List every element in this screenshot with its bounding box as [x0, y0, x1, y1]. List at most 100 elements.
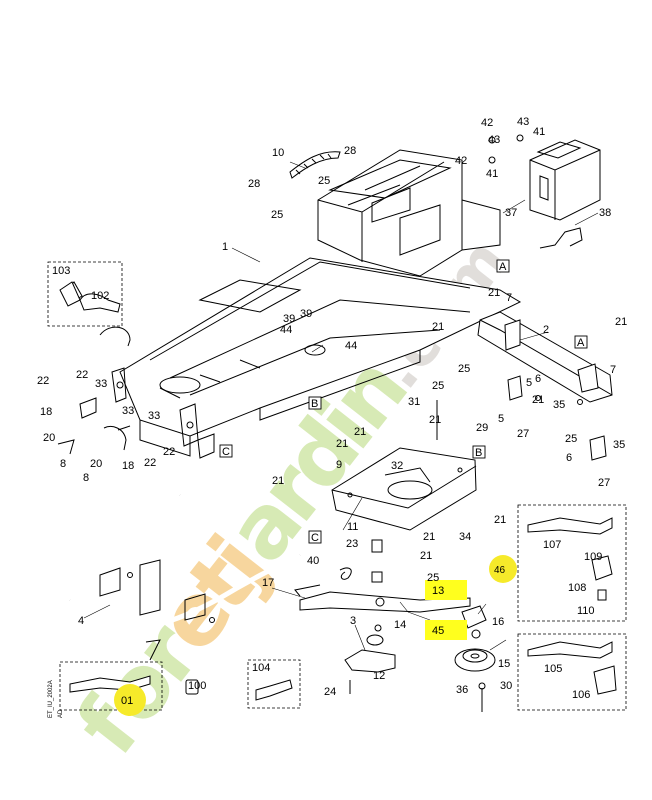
- front-bumper: [65, 489, 302, 628]
- watermark: f o r e t j a r d i n .com: [58, 225, 522, 773]
- callout-6b: 6: [566, 452, 572, 464]
- callout-105: 105: [544, 663, 562, 675]
- callout-9: 9: [336, 459, 342, 471]
- hardware: [185, 400, 486, 712]
- section-tags: A A B B C C: [219, 259, 588, 544]
- callout-18b: 18: [122, 460, 134, 472]
- callout-25a: 25: [271, 209, 283, 221]
- callout-39b: 39: [283, 313, 295, 325]
- callout-25f: 25: [427, 572, 439, 584]
- inset-105: [517, 633, 627, 711]
- callout-21c: 21: [615, 316, 627, 328]
- highlight-01-label[interactable]: 01: [121, 695, 133, 707]
- callout-21k: 21: [420, 550, 432, 562]
- callout-29: 29: [476, 422, 488, 434]
- callout-109: 109: [584, 551, 602, 563]
- inset-107: [517, 504, 627, 622]
- rod-102: [99, 326, 131, 347]
- callout-22d: 22: [144, 457, 156, 469]
- callout-3: 3: [350, 615, 356, 627]
- highlight-46-label[interactable]: 46: [494, 565, 506, 576]
- callout-22a: 22: [37, 375, 49, 387]
- callout-43a: 43: [517, 116, 529, 128]
- pedal-linkage: [294, 584, 471, 613]
- cable-strip-10: [289, 151, 341, 179]
- highlight-01: [114, 684, 146, 716]
- callout-4: 4: [78, 615, 84, 627]
- highlight-45: [425, 620, 467, 640]
- bracket-12: [344, 649, 396, 673]
- callout-35a: 35: [553, 399, 565, 411]
- callout-42a: 42: [481, 117, 493, 129]
- cable-38: [539, 227, 583, 249]
- callout-17: 17: [262, 577, 274, 589]
- callout-21f: 21: [336, 438, 348, 450]
- callout-12: 12: [373, 670, 385, 682]
- callout-100: 100: [188, 680, 206, 692]
- callout-25d: 25: [458, 363, 470, 375]
- callout-2: 2: [543, 324, 549, 336]
- section-tag-a2: A: [577, 337, 585, 349]
- callout-24: 24: [324, 686, 336, 698]
- callout-5a: 5: [498, 413, 504, 425]
- callout-7a: 7: [506, 292, 512, 304]
- callout-6a: 6: [535, 373, 541, 385]
- callout-32: 32: [391, 460, 403, 472]
- callout-15: 15: [498, 658, 510, 670]
- callout-33b: 33: [122, 405, 134, 417]
- callout-8a: 8: [60, 458, 66, 470]
- callout-7b: 7: [610, 364, 616, 376]
- highlight-46: [489, 555, 517, 583]
- callout-42b: 42: [455, 155, 467, 167]
- callout-27b: 27: [598, 477, 610, 489]
- inset-104: [247, 659, 301, 709]
- callout-21a: 21: [488, 287, 500, 299]
- callout-20a: 20: [43, 432, 55, 444]
- callout-108: 108: [568, 582, 586, 594]
- callout-21e: 21: [354, 426, 366, 438]
- front-left-brackets: [111, 367, 215, 459]
- callout-10: 10: [272, 147, 284, 159]
- callout-14: 14: [394, 619, 406, 631]
- callout-22c: 22: [163, 446, 175, 458]
- callout-33c: 33: [148, 410, 160, 422]
- callout-106: 106: [572, 689, 590, 701]
- callout-16: 16: [492, 616, 504, 628]
- callout-36: 36: [456, 684, 468, 696]
- callout-43b: 43: [488, 134, 500, 146]
- callout-25b: 25: [318, 175, 330, 187]
- callout-21g: 21: [272, 475, 284, 487]
- callout-41b: 41: [486, 168, 498, 180]
- section-tag-b1: B: [311, 398, 318, 410]
- highlight-45-label[interactable]: 45: [432, 625, 444, 637]
- callout-41a: 41: [533, 126, 545, 138]
- callout-20b: 20: [90, 458, 102, 470]
- battery-tray: [488, 134, 601, 221]
- callout-22b: 22: [76, 369, 88, 381]
- leader-lines: [83, 161, 599, 651]
- pedal-plate: [331, 447, 477, 531]
- callout-107: 107: [543, 539, 561, 551]
- front-axle: [477, 311, 613, 461]
- callout-33a: 33: [95, 378, 107, 390]
- highlight-13: [425, 580, 467, 600]
- callout-104: 104: [252, 662, 270, 674]
- callout-102: 102: [91, 290, 109, 302]
- callout-21b: 21: [432, 321, 444, 333]
- callout-28a: 28: [344, 145, 356, 157]
- inset-103: [47, 261, 123, 327]
- callout-103: 103: [52, 265, 70, 277]
- callout-30: 30: [500, 680, 512, 692]
- inset-01: [59, 661, 163, 711]
- callout-31: 31: [408, 396, 420, 408]
- callout-1: 1: [222, 241, 228, 253]
- callout-110: 110: [577, 605, 595, 617]
- callout-25c: 25: [432, 380, 444, 392]
- callout-21h: 21: [429, 414, 441, 426]
- highlight-13-label[interactable]: 13: [432, 585, 444, 597]
- callout-44a: 44: [345, 340, 357, 352]
- callout-8b: 8: [83, 472, 89, 484]
- section-tag-b2: B: [475, 447, 482, 459]
- callout-39a: 39: [300, 308, 312, 320]
